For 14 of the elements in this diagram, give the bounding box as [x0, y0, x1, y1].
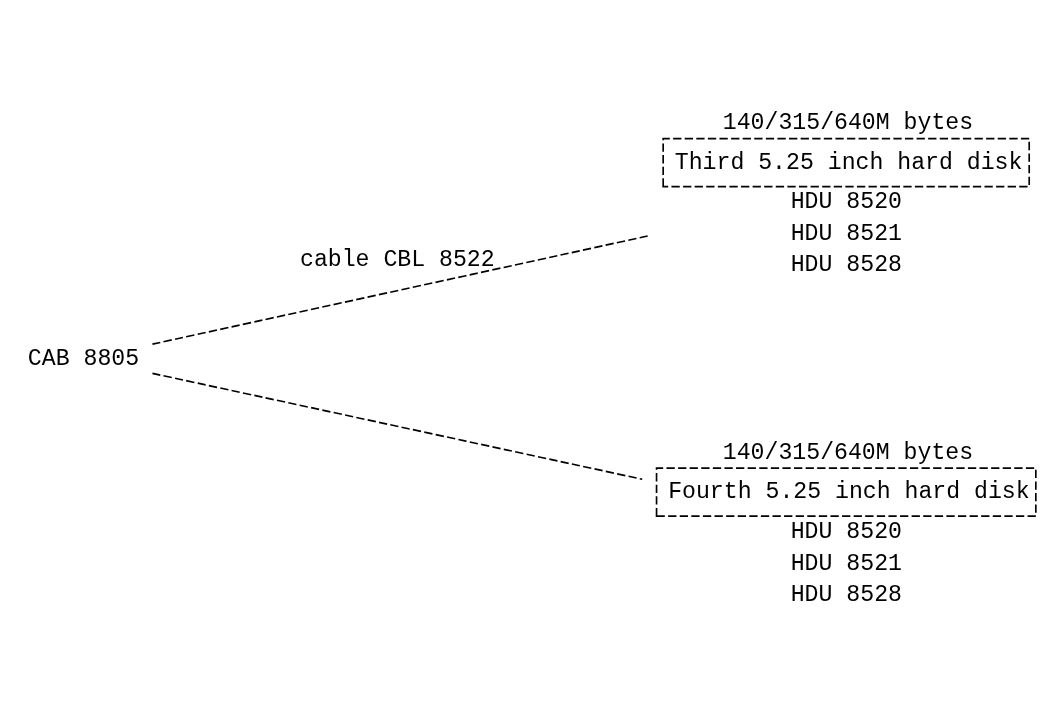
node-label: 140/315/640M bytes — [722, 109, 974, 136]
node-label: HDU 8528 — [790, 252, 902, 279]
connector — [151, 372, 644, 481]
edge-label: cable CBL 8522 — [300, 247, 495, 274]
connector — [151, 234, 650, 345]
node-text: CAB 8805 — [27, 345, 140, 372]
node-label: HDU 8521 — [790, 220, 902, 247]
node-box: Third 5.25 inch hard disk — [662, 137, 1031, 188]
node-label: HDU 8521 — [790, 550, 902, 577]
node-label: HDU 8520 — [790, 189, 902, 216]
node-box: Fourth 5.25 inch hard disk — [655, 467, 1037, 517]
node-label: HDU 8528 — [790, 581, 902, 608]
node-label: 140/315/640M bytes — [722, 439, 974, 466]
node-label: HDU 8520 — [790, 519, 902, 546]
